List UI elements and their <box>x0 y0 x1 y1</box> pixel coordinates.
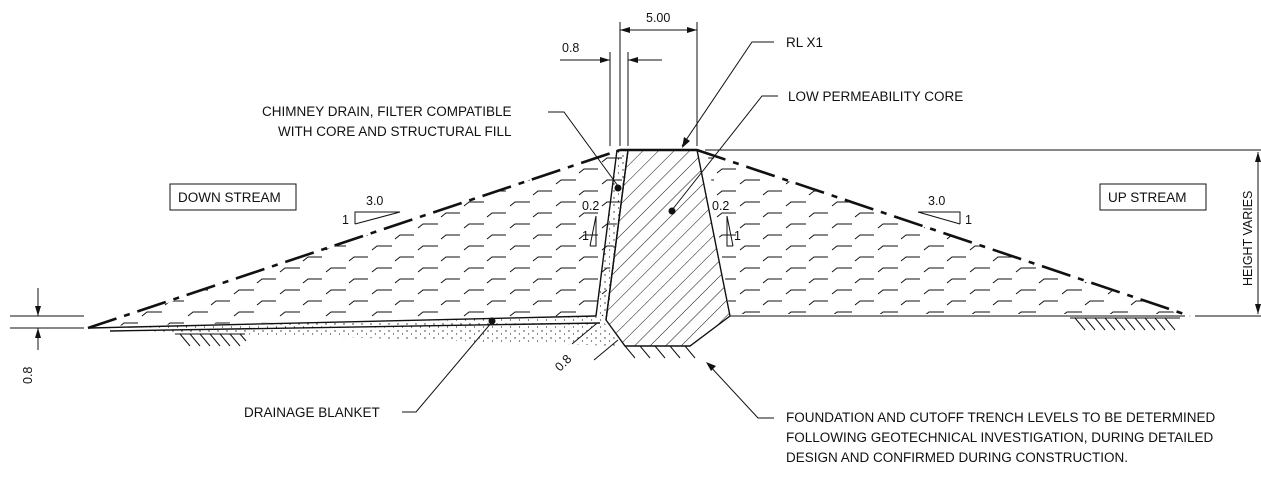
rl-label: RL X1 <box>786 35 823 50</box>
ground-hatch-right <box>1070 317 1180 331</box>
dimension-blanket-thickness: 0.8 <box>21 288 41 384</box>
dimension-height-varies: HEIGHT VARIES <box>1241 152 1261 314</box>
slope-indicator-downstream: 3.0 1 <box>342 194 401 227</box>
down-stream-label: DOWN STREAM <box>178 190 281 205</box>
drainage-blanket <box>89 315 620 346</box>
ground-hatch-trench <box>624 345 696 359</box>
embankment-slopes <box>87 148 1191 330</box>
leader-drainage-blanket: DRAINAGE BLANKET <box>244 317 496 420</box>
slope-indicator-core-right: 0.2 1 <box>712 199 741 247</box>
ground-hatch-left <box>175 333 247 347</box>
svg-text:1: 1 <box>582 229 589 243</box>
svg-text:1: 1 <box>342 213 349 227</box>
ground-lines <box>10 149 1261 329</box>
up-stream-box: UP STREAM <box>1099 183 1207 211</box>
down-stream-box: DOWN STREAM <box>169 183 297 211</box>
leader-chimney-drain: CHIMNEY DRAIN, FILTER COMPATIBLE WITH CO… <box>262 104 622 192</box>
height-varies-label: HEIGHT VARIES <box>1241 191 1255 286</box>
svg-text:1: 1 <box>965 213 972 227</box>
svg-text:3.0: 3.0 <box>928 194 945 208</box>
leader-rl: RL X1 <box>681 35 823 148</box>
slope-indicator-core-left: 0.2 1 <box>582 199 599 247</box>
slope-indicator-upstream: 3.0 1 <box>917 194 972 227</box>
foundation-label-3: DESIGN AND CONFIRMED DURING CONSTRUCTION… <box>786 450 1128 465</box>
svg-text:0.2: 0.2 <box>582 199 599 213</box>
svg-text:1: 1 <box>734 229 741 243</box>
svg-text:0.2: 0.2 <box>712 199 729 213</box>
crest-width-value: 5.00 <box>646 11 670 25</box>
leader-foundation: FOUNDATION AND CUTOFF TRENCH LEVELS TO B… <box>706 362 1216 465</box>
dimension-crest-width: 5.00 <box>619 11 698 146</box>
svg-text:3.0: 3.0 <box>366 194 383 208</box>
core-label: LOW PERMEABILITY CORE <box>788 89 963 104</box>
foundation-label-1: FOUNDATION AND CUTOFF TRENCH LEVELS TO B… <box>786 410 1216 425</box>
drainage-blanket-label: DRAINAGE BLANKET <box>244 405 380 420</box>
dimension-drain-width: 0.8 <box>560 41 662 146</box>
chimney-drain-label-2: WITH CORE AND STRUCTURAL FILL <box>278 124 512 139</box>
chimney-drain-label-1: CHIMNEY DRAIN, FILTER COMPATIBLE <box>262 104 512 119</box>
leader-core: LOW PERMEABILITY CORE <box>668 89 963 215</box>
foundation-label-2: FOLLOWING GEOTECHNICAL INVESTIGATION, DU… <box>786 430 1214 445</box>
drain-width-value: 0.8 <box>562 41 579 55</box>
up-stream-label: UP STREAM <box>1108 190 1187 205</box>
drain-bottom-value: 0.8 <box>552 352 574 374</box>
blanket-thickness-value: 0.8 <box>21 367 35 384</box>
